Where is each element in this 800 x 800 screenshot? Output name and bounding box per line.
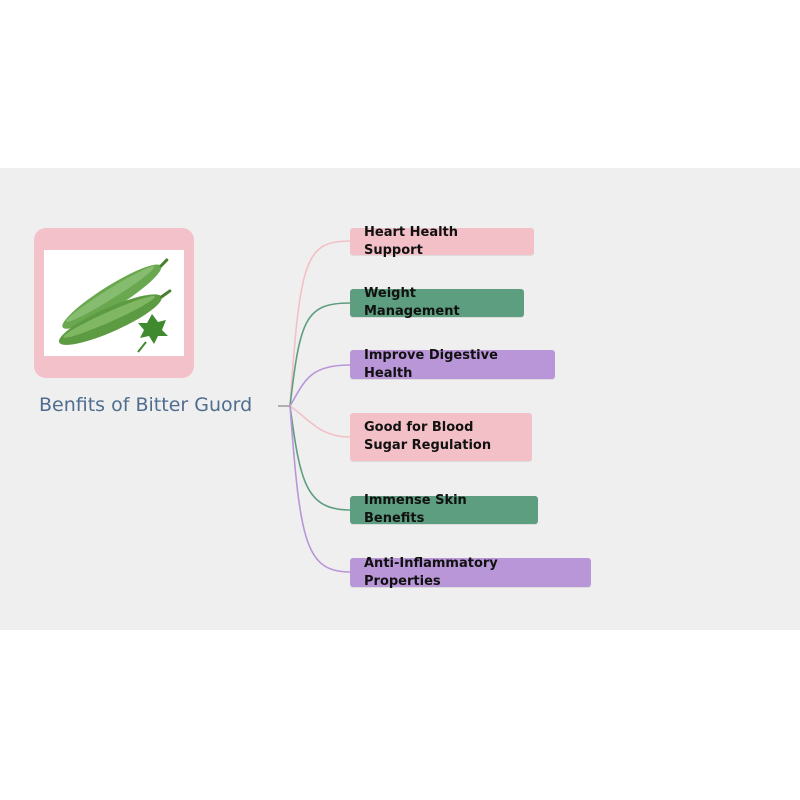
bitter-gourd-icon bbox=[58, 258, 172, 353]
branch-blood-sugar[interactable]: Good for Blood Sugar Regulation bbox=[350, 413, 532, 461]
branch-anti-inflammatory[interactable]: Anti-Inflammatory Properties bbox=[350, 556, 591, 589]
connector-blood-sugar bbox=[289, 405, 351, 438]
branch-skin-benefits[interactable]: Immense Skin Benefits bbox=[350, 493, 538, 526]
connector-anti-inflammatory bbox=[289, 405, 351, 573]
topic-image bbox=[44, 250, 184, 356]
branch-heart-health[interactable]: Heart Health Support bbox=[350, 225, 534, 258]
connector-heart-health bbox=[289, 240, 351, 407]
connector-weight-management bbox=[289, 302, 351, 407]
branch-digestive-health[interactable]: Improve Digestive Health bbox=[350, 348, 555, 381]
branch-weight-management[interactable]: Weight Management bbox=[350, 286, 524, 319]
connector-skin-benefits bbox=[289, 405, 351, 511]
connector-digestive-health bbox=[289, 364, 351, 407]
central-topic[interactable]: Benfits of Bitter Guord bbox=[39, 394, 253, 416]
topic-image-frame bbox=[34, 228, 194, 378]
